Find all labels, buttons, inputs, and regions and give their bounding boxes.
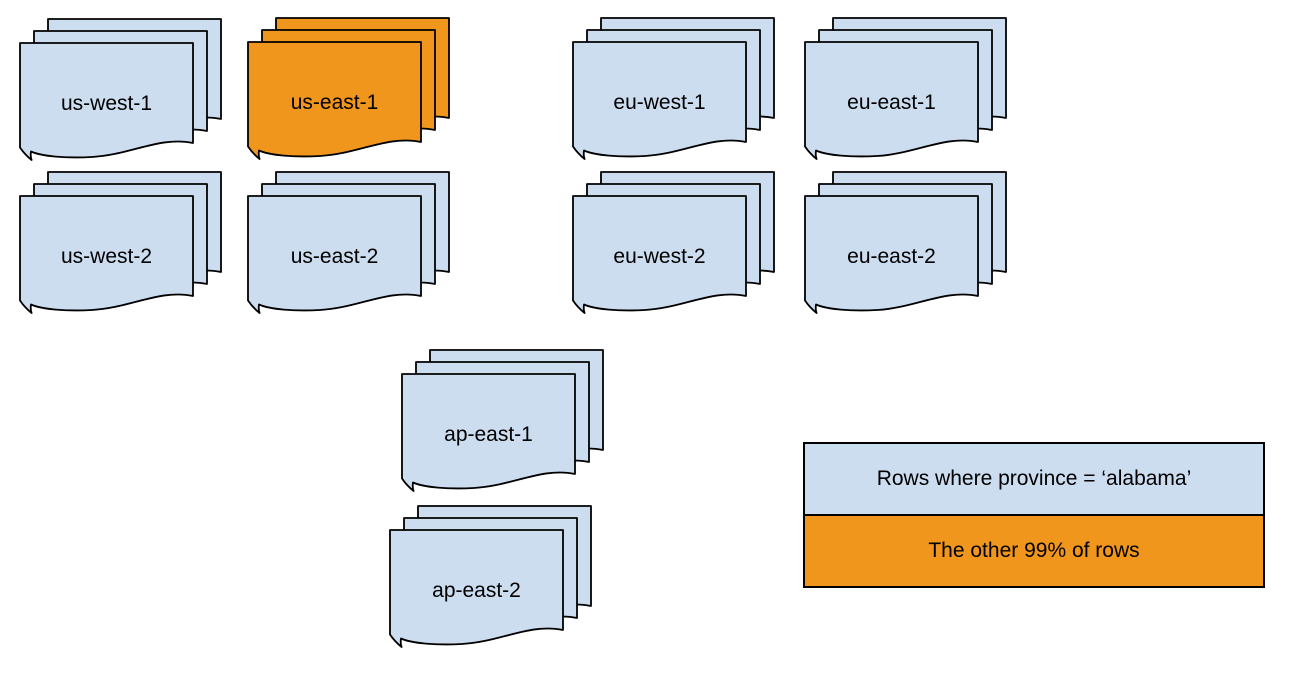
region-label: ap-east-2 <box>432 579 521 602</box>
region-label: eu-east-1 <box>847 91 936 114</box>
region-stack-eu-east-2: eu-east-2 <box>804 171 1007 314</box>
region-label: eu-west-2 <box>613 245 705 268</box>
region-label: us-east-1 <box>291 91 379 114</box>
region-label: us-west-1 <box>61 92 152 115</box>
region-stack-eu-west-2: eu-west-2 <box>572 171 775 314</box>
region-stack-us-east-1: us-east-1 <box>247 17 450 160</box>
legend-item-other-rows: The other 99% of rows <box>805 514 1263 586</box>
legend: Rows where province = ‘alabama’ The othe… <box>803 442 1265 588</box>
legend-item-label: The other 99% of rows <box>928 539 1140 562</box>
region-label: eu-west-1 <box>613 91 705 114</box>
region-label: eu-east-2 <box>847 245 936 268</box>
legend-item-alabama-rows: Rows where province = ‘alabama’ <box>805 444 1263 514</box>
region-stack-ap-east-2: ap-east-2 <box>389 505 592 648</box>
region-label: ap-east-1 <box>444 423 533 446</box>
region-stack-us-west-2: us-west-2 <box>19 171 222 314</box>
region-stack-us-east-2: us-east-2 <box>247 171 450 314</box>
region-stack-ap-east-1: ap-east-1 <box>401 349 604 492</box>
region-stack-us-west-1: us-west-1 <box>19 18 222 161</box>
legend-item-label: Rows where province = ‘alabama’ <box>876 467 1192 490</box>
region-label: us-west-2 <box>61 245 152 268</box>
region-stack-eu-east-1: eu-east-1 <box>804 17 1007 160</box>
region-label: us-east-2 <box>291 245 379 268</box>
region-stack-eu-west-1: eu-west-1 <box>572 17 775 160</box>
